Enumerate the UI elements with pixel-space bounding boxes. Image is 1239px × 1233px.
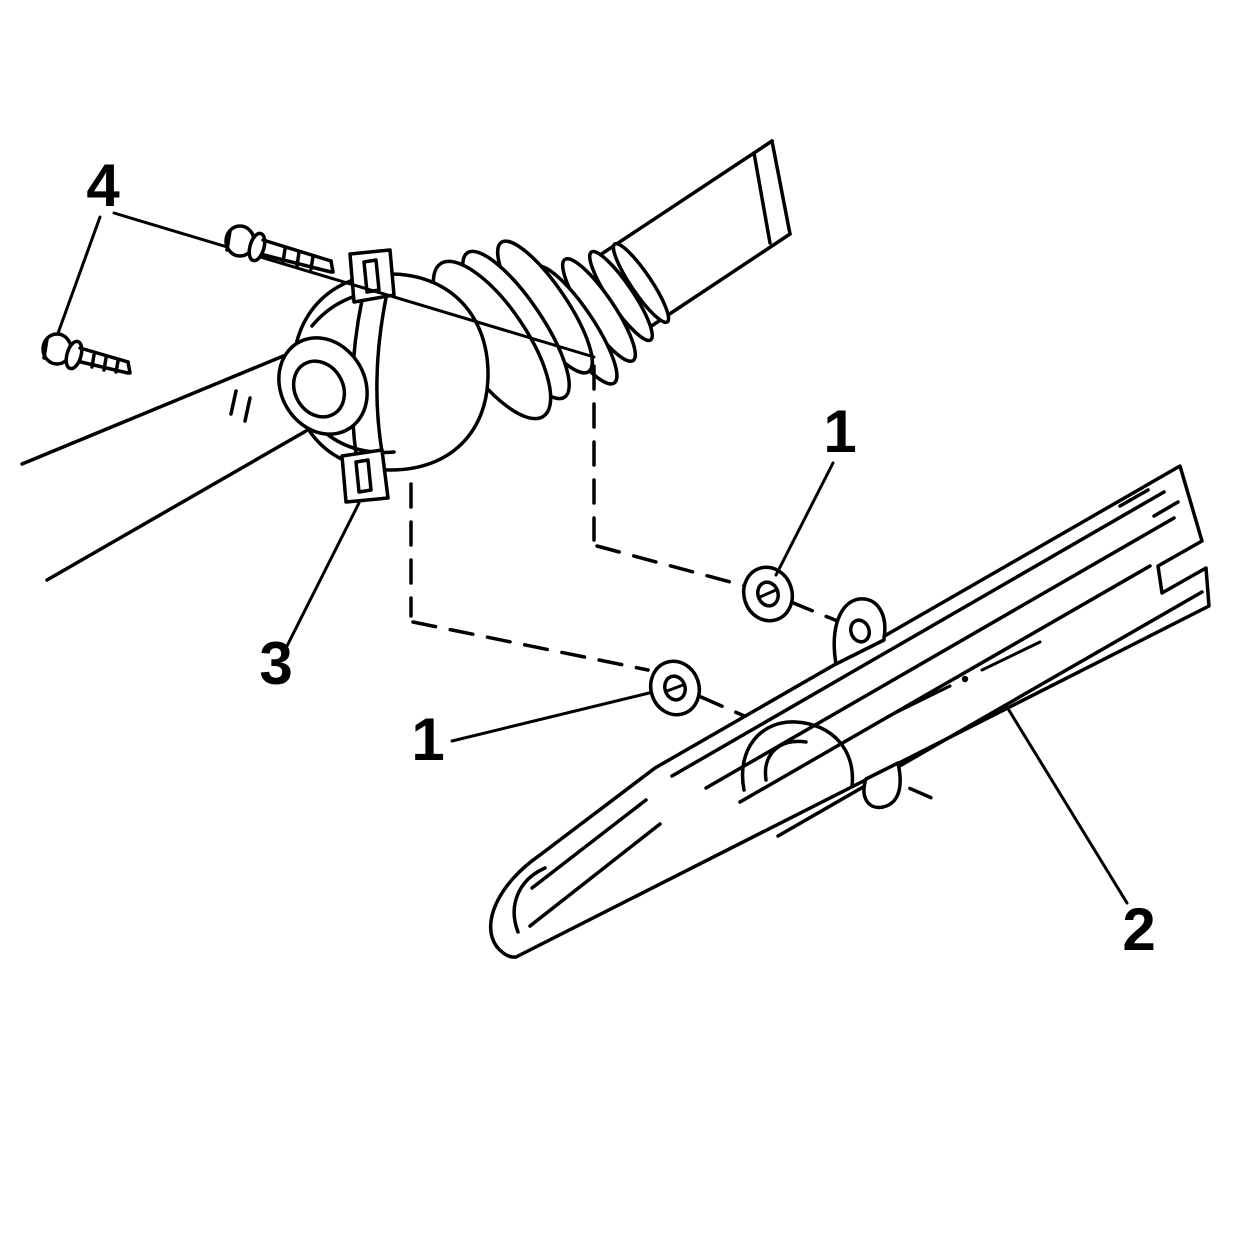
shield-hatch [1152, 500, 1180, 518]
front-driveshaft-tube [20, 350, 308, 582]
rear-driveshaft-tube [592, 139, 792, 329]
bolt-tip [329, 259, 335, 274]
cv-joint-boot [431, 239, 671, 421]
shield-bottom-tab [862, 761, 902, 810]
shield-handle-line [528, 822, 662, 928]
bracket-bottom-tab-slot [354, 458, 373, 494]
tube-end-cut [770, 139, 792, 236]
washer-lower [648, 659, 702, 717]
shield-fold-line [776, 590, 1204, 838]
bearing-bracket [340, 248, 396, 504]
bolt-shank-edge [261, 238, 333, 263]
callout-4-leader-upper-bolt [112, 211, 596, 359]
callout-3-leader [285, 501, 361, 648]
shield-centerline-mark [980, 640, 1042, 672]
shield-fold-line [738, 564, 1152, 804]
shield-hatch [1118, 488, 1150, 508]
bracket-top-tab-slot [362, 258, 381, 294]
callout-1-upper-leader [774, 461, 835, 577]
tube-top-edge [20, 350, 295, 466]
bolt-head-facet [225, 229, 232, 252]
bolt-shank-edge [78, 346, 130, 364]
bolt-thread [114, 359, 120, 374]
tube-bottom-edge [648, 232, 792, 329]
callout-4-label: 4 [86, 152, 120, 219]
dashed-line [411, 620, 650, 672]
bore-inner-ring [291, 359, 347, 419]
shield-centerline-mark [891, 684, 952, 716]
bolt-flange [64, 339, 84, 371]
tube-end-inner-line [752, 151, 772, 245]
shield-centerline-dot [961, 675, 969, 683]
bolt-thread [295, 250, 301, 268]
bolt-thread [102, 356, 108, 372]
callout-3-label: 3 [259, 630, 292, 697]
shield-fold-line [670, 490, 1166, 778]
shield-ear-hole [848, 618, 872, 644]
washer-upper [741, 565, 795, 623]
tube-top-edge [592, 139, 774, 261]
shield-cutout-inner [763, 739, 808, 782]
heat-shield-outline [488, 464, 1211, 959]
shield-handle-tip-arc [512, 866, 547, 934]
tube-surface-tick [229, 389, 238, 416]
bolt-tip [126, 360, 132, 375]
bolt-flange [247, 231, 267, 263]
dashed-line [595, 544, 747, 588]
bracket-strap-edge [375, 296, 388, 454]
bolt-head-facet [42, 337, 49, 360]
callout-1-lower-label: 1 [411, 706, 444, 773]
bolt-thread [90, 353, 96, 369]
mounting-bolt-upper [224, 224, 335, 274]
callout-2-label: 2 [1122, 896, 1155, 963]
washer-axis-line [758, 588, 778, 599]
shield-cutout [740, 720, 855, 792]
bolt-thread [281, 247, 287, 264]
callout-1-upper-label: 1 [823, 398, 856, 465]
heat-shield [488, 464, 1211, 959]
tube-surface-tick [243, 396, 252, 423]
tube-bottom-edge [45, 429, 308, 582]
washer-axis-line [665, 683, 685, 693]
callout-1-lower-leader [450, 691, 651, 743]
boot-ring [611, 241, 671, 325]
callout-2-leader [1005, 705, 1129, 905]
callout-4-leader-lower-bolt [55, 215, 102, 338]
bolt-thread [309, 254, 315, 271]
shield-handle-line [530, 798, 648, 890]
mounting-bolt-lower [41, 332, 132, 375]
bearing-bore [229, 336, 369, 436]
